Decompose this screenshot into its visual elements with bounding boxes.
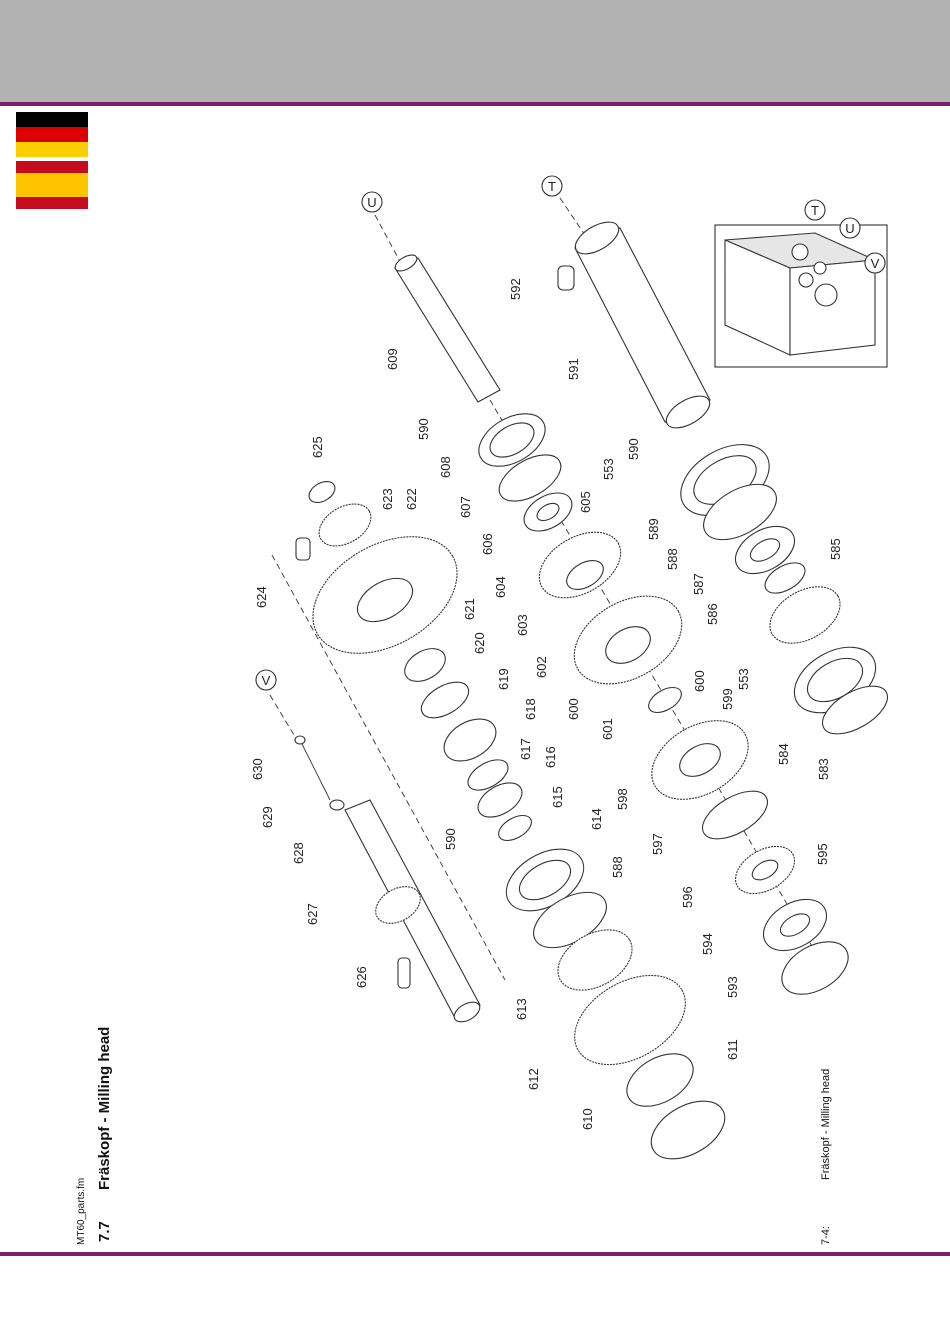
part-label-600: 600 — [692, 670, 707, 692]
part-label-592: 592 — [508, 278, 523, 300]
shaft-609 — [393, 252, 500, 402]
part-label-597: 597 — [650, 833, 665, 855]
part-label-606: 606 — [480, 533, 495, 555]
part-label-609: 609 — [385, 348, 400, 370]
part-label-588: 588 — [665, 548, 680, 570]
part-label-595: 595 — [815, 843, 830, 865]
part-label-600: 600 — [566, 698, 581, 720]
part-label-590: 590 — [443, 828, 458, 850]
key-624 — [296, 538, 310, 560]
part-label-614: 614 — [589, 808, 604, 830]
part-label-626: 626 — [354, 966, 369, 988]
part-label-621: 621 — [462, 598, 477, 620]
inset-marker-u: U — [840, 218, 860, 238]
part-label-590: 590 — [626, 438, 641, 460]
part-label-590: 590 — [416, 418, 431, 440]
key-592 — [558, 266, 574, 290]
part-label-628: 628 — [291, 842, 306, 864]
key-626 — [398, 958, 410, 988]
part-label-623: 623 — [380, 488, 395, 510]
part-label-622: 622 — [404, 488, 419, 510]
part-label-620: 620 — [472, 632, 487, 654]
svg-text:T: T — [548, 179, 556, 194]
part-label-591: 591 — [566, 358, 581, 380]
part-label-624: 624 — [254, 586, 269, 608]
part-label-610: 610 — [580, 1108, 595, 1130]
part-label-588: 588 — [610, 856, 625, 878]
svg-text:U: U — [367, 195, 376, 210]
shaft-591 — [570, 216, 715, 435]
marker-v: V — [256, 670, 276, 690]
part-label-587: 587 — [691, 573, 706, 595]
part-label-599: 599 — [720, 688, 735, 710]
part-label-617: 617 — [518, 738, 533, 760]
part-label-593: 593 — [725, 976, 740, 998]
part-label-553: 553 — [601, 458, 616, 480]
part-label-553: 553 — [736, 668, 751, 690]
gear-602 — [559, 578, 697, 702]
part-label-613: 613 — [514, 998, 529, 1020]
part-label-598: 598 — [615, 788, 630, 810]
part-label-604: 604 — [493, 576, 508, 598]
part-label-629: 629 — [260, 806, 275, 828]
part-label-605: 605 — [578, 491, 593, 513]
inset-marker-v: V — [865, 253, 885, 273]
part-label-602: 602 — [534, 656, 549, 678]
part-label-607: 607 — [458, 496, 473, 518]
marker-u: U — [362, 192, 382, 212]
inset-housing: T U V — [715, 200, 887, 367]
part-label-585: 585 — [828, 538, 843, 560]
part-label-594: 594 — [700, 933, 715, 955]
ring-619 — [415, 675, 474, 725]
part-label-625: 625 — [310, 436, 325, 458]
part-label-586: 586 — [705, 603, 720, 625]
bearing-620 — [399, 642, 451, 688]
part-label-611: 611 — [725, 1039, 740, 1060]
part-label-589: 589 — [646, 518, 661, 540]
part-label-619: 619 — [496, 668, 511, 690]
part-label-608: 608 — [438, 456, 453, 478]
part-label-603: 603 — [515, 614, 530, 636]
svg-text:U: U — [845, 221, 854, 236]
part-label-596: 596 — [680, 886, 695, 908]
part-label-612: 612 — [526, 1068, 541, 1090]
svg-text:V: V — [262, 673, 271, 688]
svg-text:V: V — [871, 256, 880, 271]
part-label-618: 618 — [523, 698, 538, 720]
part-label-615: 615 — [550, 786, 565, 808]
screw-630 — [295, 736, 330, 800]
part-label-627: 627 — [305, 903, 320, 925]
svg-text:T: T — [811, 203, 819, 218]
inset-marker-t: T — [805, 200, 825, 220]
washer-629 — [330, 800, 344, 810]
gear-595 — [727, 837, 802, 904]
part-label-630: 630 — [250, 758, 265, 780]
part-label-601: 601 — [600, 718, 615, 740]
nut-625 — [305, 477, 338, 507]
marker-t: T — [542, 176, 562, 196]
part-label-616: 616 — [543, 746, 558, 768]
part-label-583: 583 — [816, 758, 831, 780]
gear-623 — [312, 495, 378, 554]
part-label-584: 584 — [776, 743, 791, 765]
ring-601 — [644, 682, 685, 717]
gear-604 — [528, 519, 632, 611]
